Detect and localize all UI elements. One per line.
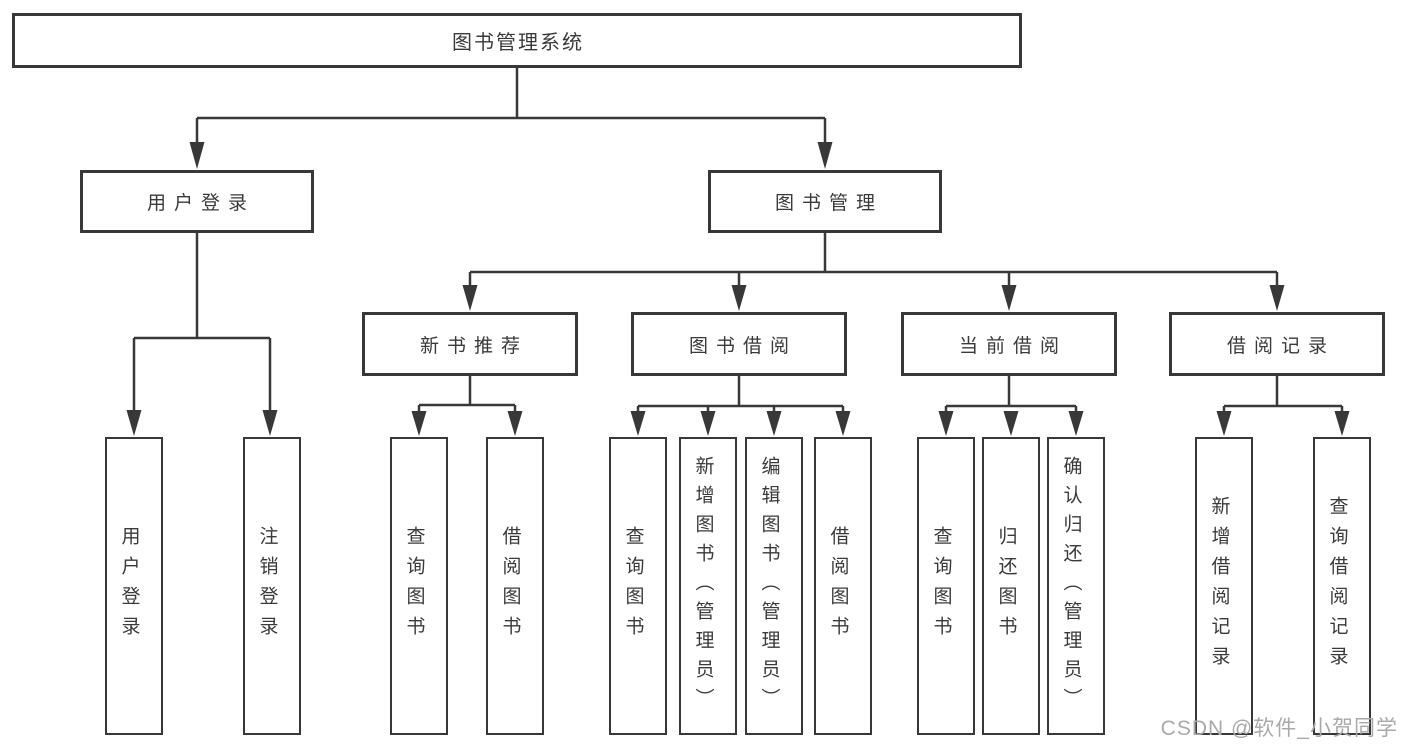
node-current-borrowing: 当前借阅 — [901, 312, 1117, 376]
node-label: 图书借阅 — [688, 335, 797, 357]
node-new-book-recommend: 新书推荐 — [362, 312, 578, 376]
node-br-query-record: 查询借阅记录 — [1313, 437, 1371, 735]
node-bb-edit-book-admin: 编辑图书（管理员） — [745, 437, 803, 735]
node-label: 查询图书 — [403, 526, 425, 646]
node-label: 归还图书 — [995, 526, 1017, 646]
node-bb-query-books: 查询图书 — [609, 437, 667, 735]
node-root-system: 图书管理系统 — [12, 13, 1022, 68]
node-br-add-record: 新增借阅记录 — [1195, 437, 1253, 735]
node-book-borrowing: 图书借阅 — [631, 312, 847, 376]
node-label: 新书推荐 — [419, 335, 528, 357]
node-label: 注销登录 — [256, 526, 278, 646]
node-logout-action: 注销登录 — [243, 437, 301, 735]
connector-root-to-level2 — [189, 66, 833, 169]
connector-book-mgmt-to-level3 — [462, 231, 1285, 311]
node-label: 图书管理 — [774, 193, 883, 214]
node-user-login-action: 用户登录 — [105, 437, 163, 735]
node-label: 查询借阅记录 — [1326, 496, 1348, 676]
node-book-management-group: 图书管理 — [708, 170, 942, 233]
node-cb-query-books: 查询图书 — [917, 437, 975, 735]
connector-current-borrow-to-leaves — [938, 375, 1084, 436]
node-label: 新增图书（管理员） — [692, 455, 714, 717]
node-label: 用户登录 — [146, 193, 255, 214]
node-bb-borrow-books: 借阅图书 — [814, 437, 872, 735]
connector-new-book-rec-to-leaves — [411, 375, 523, 436]
node-bb-add-book-admin: 新增图书（管理员） — [679, 437, 737, 735]
node-label: 查询图书 — [930, 526, 952, 646]
node-rec-query-books: 查询图书 — [390, 437, 448, 735]
connector-user-login-to-leaves — [126, 231, 278, 436]
node-label: 图书管理系统 — [452, 32, 584, 54]
node-label: 确认归还（管理员） — [1060, 455, 1082, 717]
node-cb-confirm-return-admin: 确认归还（管理员） — [1047, 437, 1105, 735]
node-label: 编辑图书（管理员） — [758, 455, 780, 717]
node-label: 用户登录 — [118, 526, 140, 646]
node-label: 借阅图书 — [827, 526, 849, 646]
node-label: 当前借阅 — [958, 335, 1067, 357]
node-rec-borrow-books: 借阅图书 — [486, 437, 544, 735]
node-user-login-group: 用户登录 — [80, 170, 314, 233]
node-label: 借阅记录 — [1226, 335, 1335, 357]
node-cb-return-books: 归还图书 — [982, 437, 1040, 735]
node-borrowing-records: 借阅记录 — [1169, 312, 1385, 376]
connector-borrow-record-to-leaves — [1216, 375, 1350, 436]
connector-book-borrow-to-leaves — [630, 375, 851, 436]
csdn-watermark: CSDN @软件_小贺同学 — [1160, 717, 1398, 740]
node-label: 新增借阅记录 — [1208, 496, 1230, 676]
node-label: 查询图书 — [622, 526, 644, 646]
node-label: 借阅图书 — [499, 526, 521, 646]
